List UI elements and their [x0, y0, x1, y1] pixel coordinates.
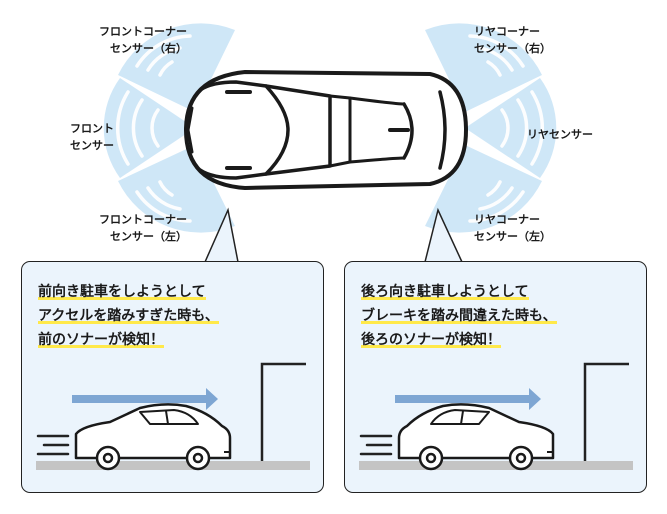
- label-rear-corner-left: リヤコーナー センサー（左）: [474, 211, 551, 245]
- car-top-icon: [184, 70, 468, 190]
- wave-front-center: [103, 78, 195, 178]
- highlighted-text: 前向き駐車をしようとして: [38, 284, 206, 300]
- label-line: リヤセンサー: [527, 128, 593, 141]
- ground: [36, 461, 310, 470]
- forward-arrow: [72, 388, 218, 410]
- car-side-icon-reversed: [397, 403, 555, 471]
- front-panel-message: 前向き駐車をしようとして アクセルを踏みすぎた時も、 前のソナーが検知！: [38, 280, 219, 352]
- speed-lines: [36, 434, 70, 456]
- front-scene: [36, 362, 310, 471]
- ground: [359, 461, 633, 470]
- highlighted-text: 後ろのソナーが検知！: [361, 332, 501, 348]
- car-side-icon: [74, 403, 232, 471]
- message-line: 後ろのソナーが検知！: [361, 328, 557, 352]
- message-line: 前向き駐車をしようとして: [38, 280, 219, 304]
- highlighted-text: アクセルを踏みすぎた時も、: [38, 308, 219, 324]
- message-line: 後ろ向き駐車しようとして: [361, 280, 557, 304]
- label-line: フロントコーナー: [99, 213, 187, 226]
- label-line: フロントコーナー: [99, 25, 187, 38]
- callout-connector-front: [204, 207, 239, 263]
- rear-scene: [359, 362, 633, 471]
- panel-rear-parking: 後ろ向き駐車しようとして ブレーキを踏み間違えた時も、 後ろのソナーが検知！: [344, 261, 647, 493]
- panel-front-parking: 前向き駐車をしようとして アクセルを踏みすぎた時も、 前のソナーが検知！: [21, 261, 324, 493]
- label-line: センサー（左）: [110, 230, 187, 243]
- wall: [260, 362, 306, 462]
- message-line: アクセルを踏みすぎた時も、: [38, 304, 219, 328]
- label-front-corner-left: フロントコーナー センサー（左）: [99, 211, 187, 245]
- car-top-view-diagram: [103, 23, 557, 263]
- label-line: センサー（右）: [474, 42, 551, 55]
- label-line: リヤコーナー: [474, 213, 540, 226]
- label-front-corner-right: フロントコーナー センサー（右）: [99, 23, 187, 57]
- label-line: センサー: [70, 139, 114, 152]
- wall: [583, 362, 629, 462]
- label-rear: リヤセンサー: [527, 126, 593, 143]
- backward-arrow: [395, 388, 541, 410]
- wave-rear-center: [465, 78, 557, 178]
- label-rear-corner-right: リヤコーナー センサー（右）: [474, 23, 551, 57]
- speed-lines: [359, 434, 393, 456]
- label-front: フロント センサー: [70, 120, 114, 154]
- rear-panel-message: 後ろ向き駐車しようとして ブレーキを踏み間違えた時も、 後ろのソナーが検知！: [361, 280, 557, 352]
- label-line: フロント: [70, 122, 114, 135]
- callout-connector-rear: [424, 207, 463, 263]
- message-line: 前のソナーが検知！: [38, 328, 219, 352]
- label-line: センサー（右）: [110, 42, 187, 55]
- highlighted-text: 前のソナーが検知！: [38, 332, 164, 348]
- highlighted-text: ブレーキを踏み間違えた時も、: [361, 308, 557, 324]
- label-line: センサー（左）: [474, 230, 551, 243]
- highlighted-text: 後ろ向き駐車しようとして: [361, 284, 529, 300]
- label-line: リヤコーナー: [474, 25, 540, 38]
- message-line: ブレーキを踏み間違えた時も、: [361, 304, 557, 328]
